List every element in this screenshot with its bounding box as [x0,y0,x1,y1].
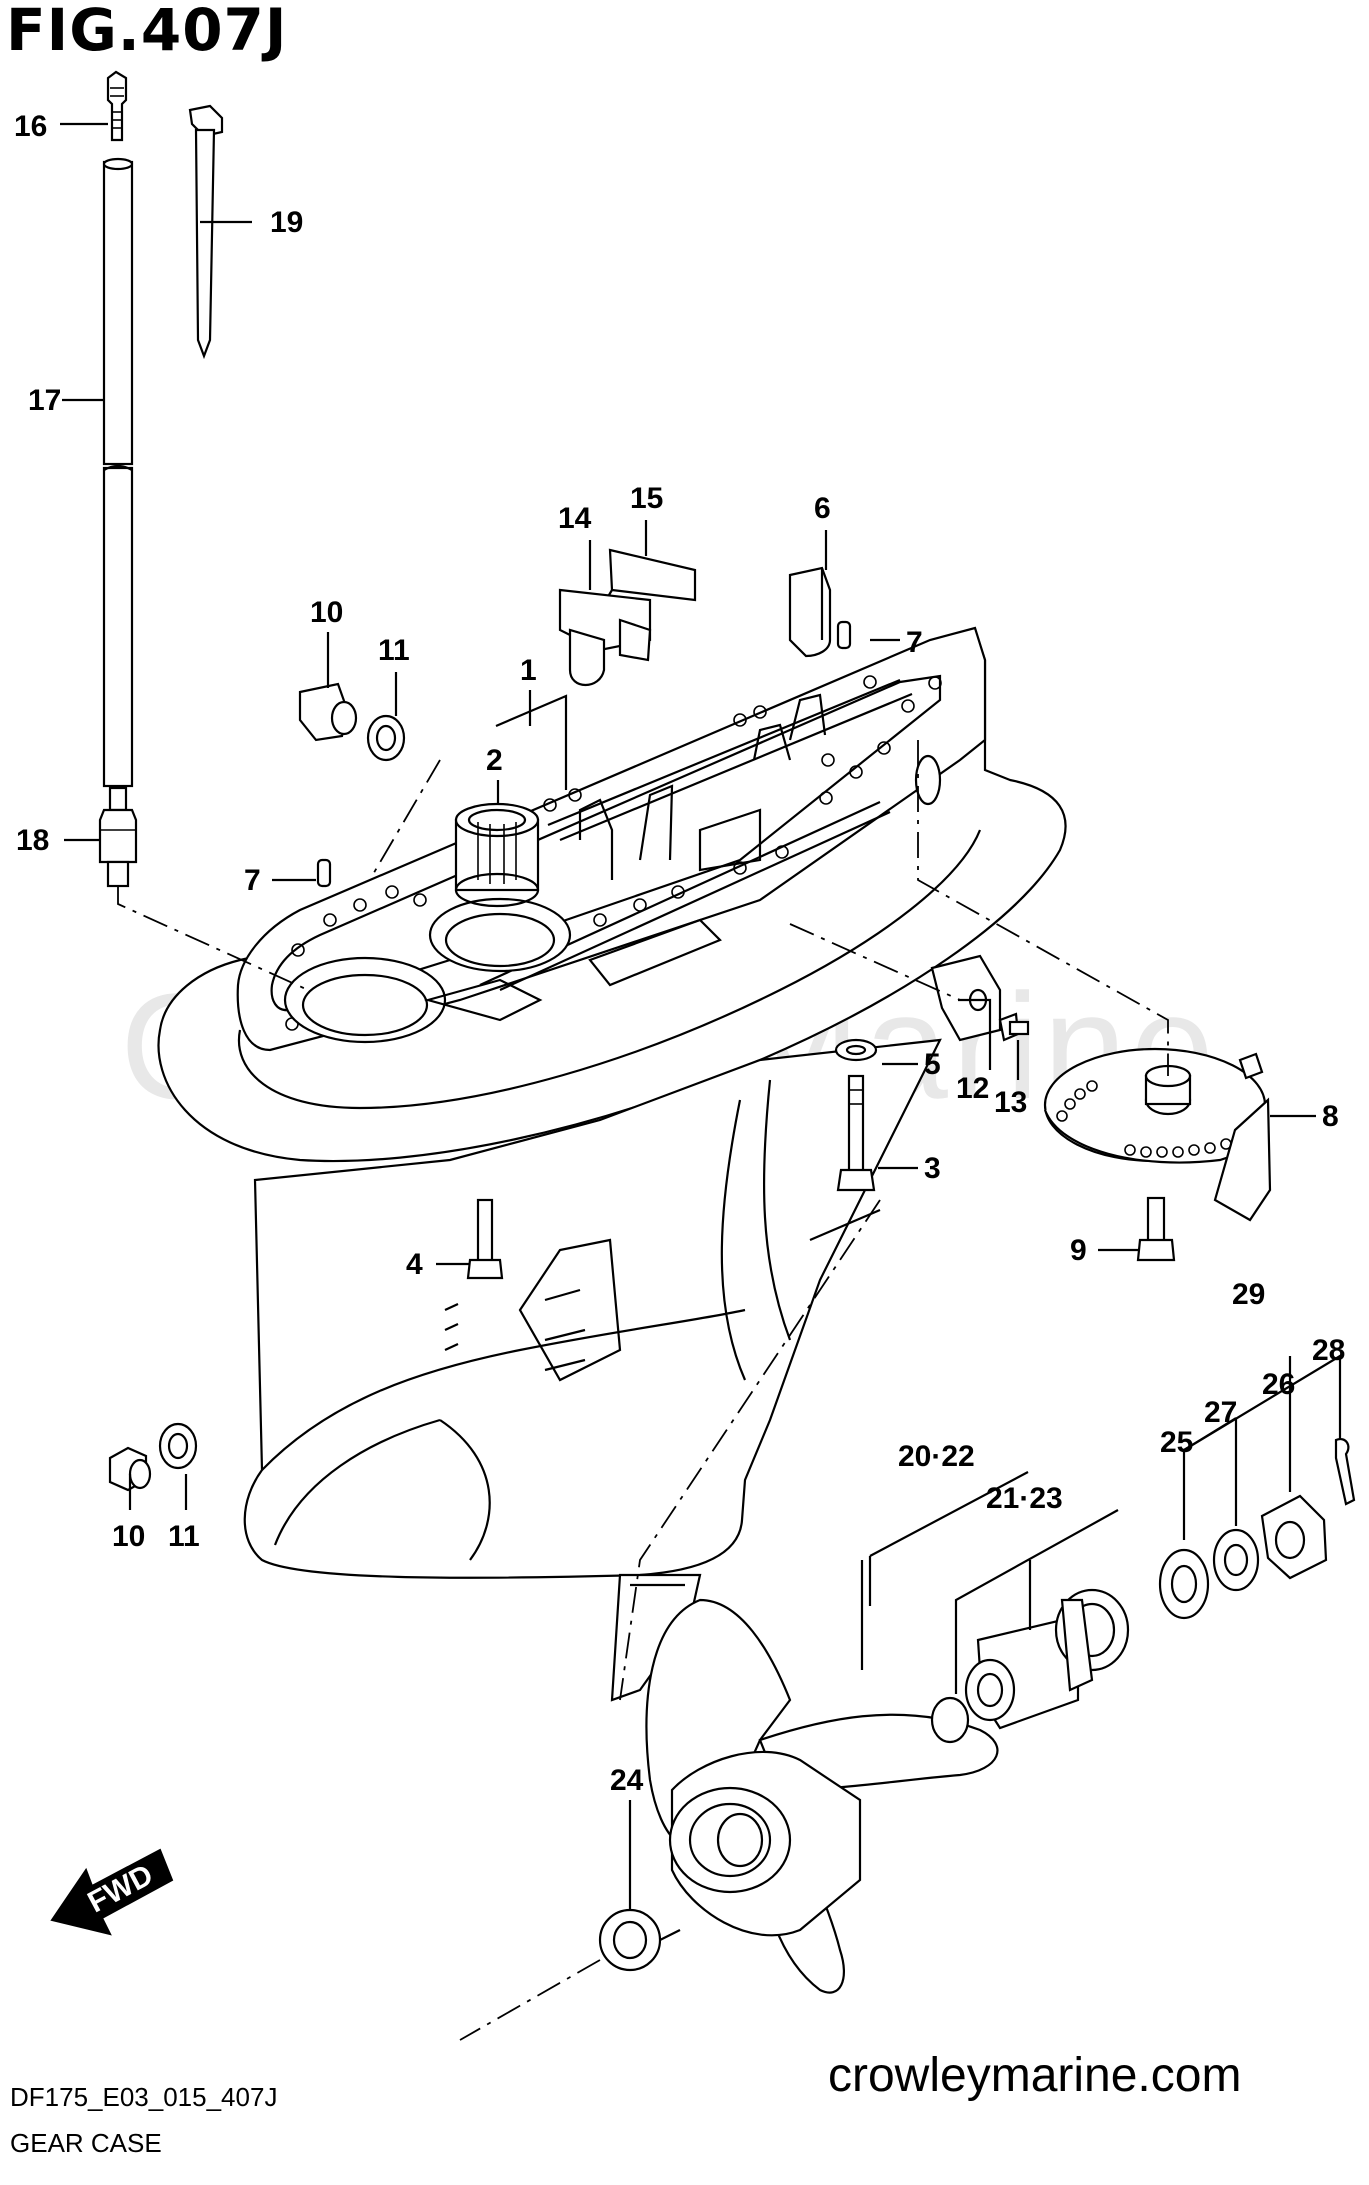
cover-parts [558,548,697,686]
callout-24: 24 [610,1764,644,1797]
washer [834,1038,878,1062]
washer [1212,1528,1260,1592]
callout-labels: 16 19 17 18 7 7 6 14 15 10 11 1 2 5 3 4 … [14,110,1345,1919]
callout-4: 4 [406,1248,423,1281]
anode [788,566,832,658]
callout-6: 6 [814,492,831,525]
lock-washer [1158,1548,1210,1620]
cable-tie [188,104,224,360]
callout-16: 16 [14,110,47,143]
bearing [454,802,540,908]
dowel-pin [316,858,332,888]
callout-21-23: 21·23 [986,1482,1063,1515]
callout-29: 29 [1232,1278,1265,1311]
fwd-arrow [50,1848,174,1936]
callout-27: 27 [1204,1396,1237,1429]
callout-10-lower: 10 [112,1520,145,1553]
shift-rod-assembly [98,70,138,888]
callout-13: 13 [994,1086,1027,1119]
thrust-washer [598,1908,681,1972]
drain-plug-lower [108,1422,198,1492]
callout-15: 15 [630,482,663,515]
callout-10-upper: 10 [310,596,343,629]
fwd-label: FWD [83,1858,159,1919]
callout-2: 2 [486,744,503,777]
bolt [836,1074,876,1192]
alignment-lines [117,740,1169,2041]
callout-11-upper: 11 [378,634,410,667]
callout-20-22: 20·22 [898,1440,975,1473]
drain-plug-upper [298,682,406,762]
bolt [1136,1196,1176,1262]
trim-tab [1043,1047,1272,1222]
spacer-block [930,954,1030,1042]
propeller [645,1598,999,1994]
callout-12: 12 [956,1072,989,1105]
figure-code: DF175_E03_015_407J [10,2082,278,2112]
callout-26: 26 [1262,1368,1295,1401]
callout-7-right: 7 [906,626,923,659]
bushing [930,1588,1130,1744]
dowel-pin [836,620,852,650]
callout-18: 18 [16,824,49,857]
callout-11-lower: 11 [168,1520,200,1553]
leader-lines [60,122,1342,1910]
callout-14: 14 [558,502,592,535]
figure-title: FIG.407J [6,0,288,64]
callout-7-left: 7 [244,864,261,897]
callout-5: 5 [924,1048,941,1081]
callout-28: 28 [1312,1334,1345,1367]
website-url: crowleymarine.com [828,2049,1242,2102]
bolt [466,1198,504,1280]
callout-17: 17 [28,384,61,417]
callout-19: 19 [270,206,303,239]
cotter-pin [1334,1438,1356,1506]
figure-name: GEAR CASE [10,2128,162,2158]
callout-8: 8 [1322,1100,1339,1133]
callout-1: 1 [520,654,537,687]
callout-3: 3 [924,1152,941,1185]
callout-25: 25 [1160,1426,1193,1459]
gear-case-housing [157,626,1067,1702]
castle-nut [1260,1494,1328,1580]
callout-9: 9 [1070,1234,1087,1267]
